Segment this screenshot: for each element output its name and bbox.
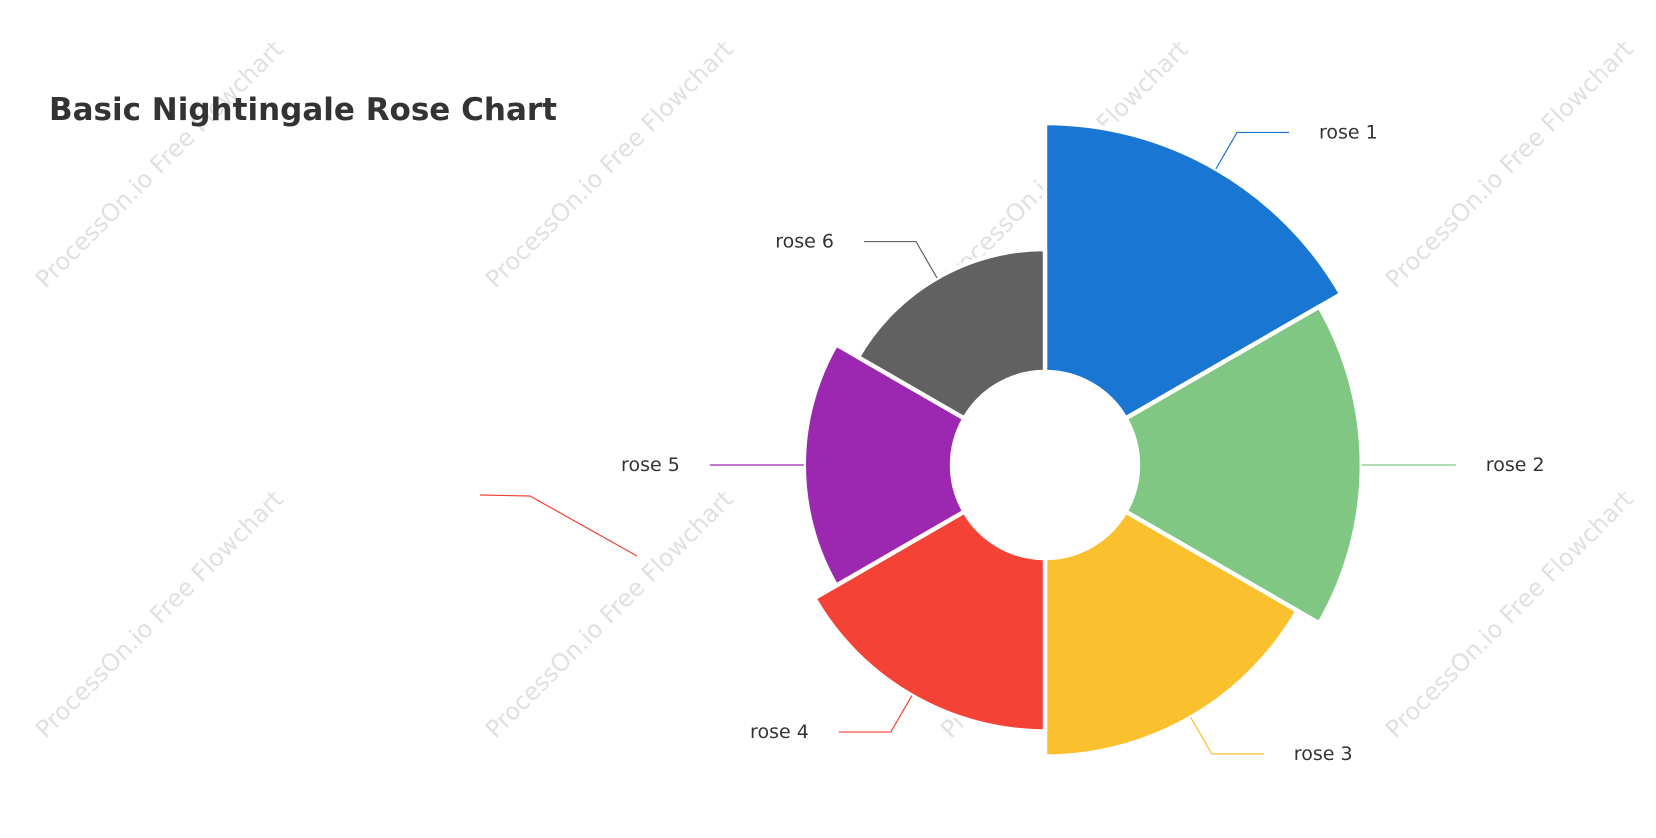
chart-title: Basic Nightingale Rose Chart — [49, 92, 557, 128]
leader-line-6 — [864, 240, 938, 279]
rose-chart: rose 1 rose 2 rose 3 rose 4 rose 5 rose 6 — [621, 120, 1545, 765]
leader-line-4 — [838, 695, 913, 733]
slice-label-4: rose 4 — [750, 721, 809, 743]
watermark-text: ProcessOn.io Free Flowchart — [1380, 35, 1638, 293]
slice-label-6: rose 6 — [775, 231, 834, 253]
slice-label-3: rose 3 — [1294, 743, 1353, 765]
stray-leader-line — [479, 494, 638, 557]
slice-label-5: rose 5 — [621, 454, 680, 476]
watermark-text: ProcessOn.io Free Flowchart — [1380, 485, 1638, 743]
slice-label-1: rose 1 — [1319, 121, 1378, 143]
leader-line-3 — [1190, 717, 1264, 755]
leader-line-1 — [1215, 131, 1289, 170]
rose-slice-6[interactable] — [855, 246, 1048, 421]
rose-slice-1[interactable] — [1042, 120, 1344, 421]
slice-label-2: rose 2 — [1486, 454, 1545, 476]
watermark-text: ProcessOn.io Free Flowchart — [480, 485, 738, 743]
watermark-text: ProcessOn.io Free Flowchart — [480, 35, 738, 293]
rose-slice-3[interactable] — [1042, 509, 1300, 759]
watermark-text: ProcessOn.io Free Flowchart — [30, 485, 288, 743]
watermark-text: ProcessOn.io Free Flowchart — [30, 35, 288, 293]
stray-leader-line-segment — [479, 494, 638, 557]
rose-slice-5[interactable] — [801, 342, 967, 588]
